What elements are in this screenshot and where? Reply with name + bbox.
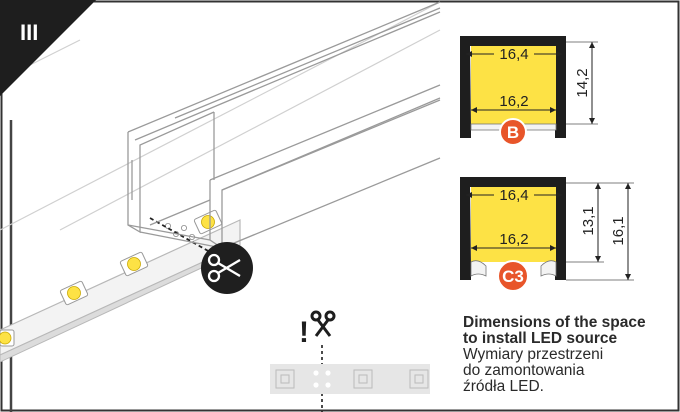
flat-led-strip — [270, 364, 430, 394]
svg-text:!: ! — [299, 316, 309, 349]
led-strip — [0, 209, 241, 363]
caption-english-line-1: Dimensions of the space — [463, 314, 646, 331]
profile-c3-code: C3 — [502, 267, 524, 286]
led-chip — [59, 280, 89, 306]
caption: Dimensions of the space to install LED s… — [463, 315, 678, 395]
profile-b-height: 14,2 — [574, 68, 591, 97]
cut-line — [149, 217, 211, 253]
profile-b-section: 16,4 16,2 14,2 B — [460, 36, 598, 146]
step-number: III — [20, 20, 38, 45]
caption-english-line-2: to install LED source — [463, 330, 618, 347]
profile-c3-code-badge — [497, 260, 529, 292]
led-chip — [0, 329, 15, 347]
caption-polish-line-3: źródła LED. — [463, 378, 544, 395]
profile-c3-outer-height: 16,1 — [610, 216, 627, 245]
profile-b-bottom-width: 16,2 — [499, 93, 528, 110]
profile-b-code: B — [507, 123, 519, 142]
caption-polish-line-2: do zamontowania — [463, 362, 585, 379]
profile-c3-bottom-width: 16,2 — [499, 231, 528, 248]
led-chip — [193, 209, 223, 235]
profile-c3-top-width: 16,4 — [499, 187, 528, 204]
profile-c3-section: 16,4 16,2 13,1 16,1 C3 — [460, 177, 634, 292]
scissors-icon — [207, 253, 241, 283]
led-chip — [119, 251, 149, 277]
cut-warning-icon: ! — [299, 310, 336, 349]
aluminium-profile — [127, 1, 441, 250]
scissors-badge — [201, 242, 253, 294]
profile-c3-inner-height: 13,1 — [580, 206, 597, 235]
profile-b-top-width: 16,4 — [499, 46, 528, 63]
step-badge: III — [0, 0, 96, 96]
profile-b-code-badge — [499, 118, 527, 146]
background-lines — [0, 1, 441, 231]
caption-polish-line-1: Wymiary przestrzeni — [463, 346, 604, 363]
